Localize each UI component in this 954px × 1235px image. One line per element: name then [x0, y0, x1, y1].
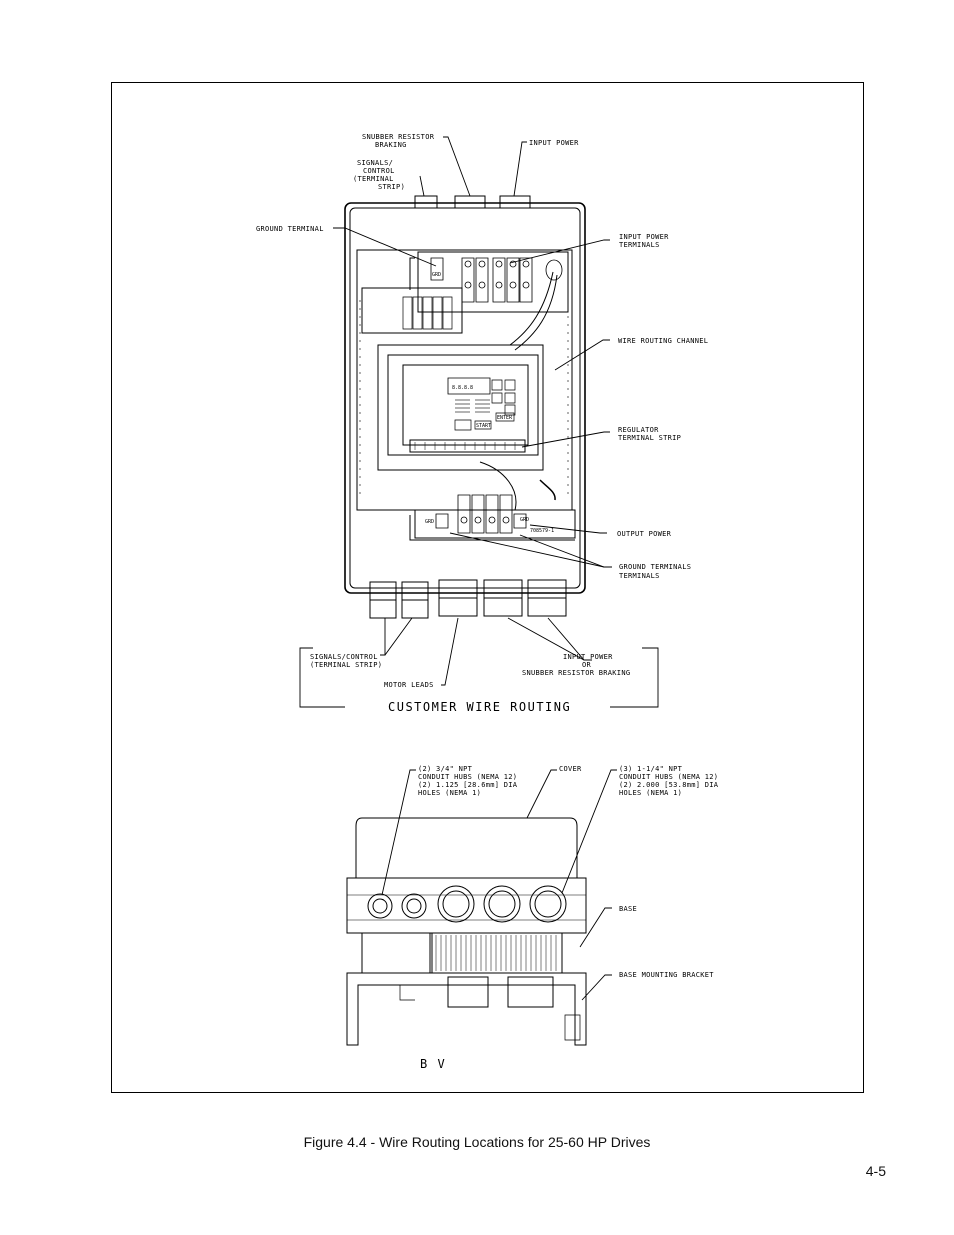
label-snubber-2: BRAKING [375, 141, 407, 149]
label-regulator-1: REGULATOR [618, 426, 659, 434]
page-number: 4-5 [865, 1163, 886, 1179]
label-signals-4: STRIP) [378, 183, 405, 191]
label-ground-terminal: GROUND TERMINAL [256, 225, 324, 233]
label-input-power-or-3: SNUBBER RESISTOR BRAKING [522, 669, 630, 677]
part-number: 708579-1 [530, 528, 554, 534]
label-conduit-114-4: HOLES (NEMA 1) [619, 789, 682, 797]
label-wire-routing-channel: WIRE ROUTING CHANNEL [618, 337, 708, 345]
label-base: BASE [619, 905, 637, 913]
label-conduit-34-2: CONDUIT HUBS (NEMA 12) [418, 773, 517, 781]
label-signals-bottom-1: SIGNALS/CONTROL [310, 653, 378, 661]
label-signals-2: CONTROL [363, 167, 395, 175]
label-ground-terminals-2: TERMINALS [619, 572, 660, 580]
label-input-power-terminals-2: TERMINALS [619, 241, 660, 249]
label-input-power-or-1: INPUT POWER [563, 653, 613, 661]
grd-label-right: GRD [520, 517, 529, 523]
grd-label-left: GRD [425, 519, 434, 525]
display-readout: 8.8.8.8 [452, 385, 473, 391]
label-signals-1: SIGNALS/ [357, 159, 393, 167]
label-cover: COVER [559, 765, 582, 773]
grd-label-top: GRD [432, 272, 441, 278]
label-ground-terminals-1: GROUND TERMINALS [619, 563, 691, 571]
label-input-power-terminals-1: INPUT POWER [619, 233, 669, 241]
label-input-power-top: INPUT POWER [529, 139, 579, 147]
labels-bottom: (2) 3/4" NPT CONDUIT HUBS (NEMA 12) (2) … [418, 765, 719, 1071]
label-conduit-34-3: (2) 1.125 [28.6mm] DIA [418, 781, 518, 789]
label-conduit-34-1: (2) 3/4" NPT [418, 765, 473, 773]
enter-key: ENTER [497, 415, 513, 421]
label-conduit-114-1: (3) 1-1/4" NPT [619, 765, 683, 773]
label-signals-3: (TERMINAL [353, 175, 394, 183]
label-conduit-34-4: HOLES (NEMA 1) [418, 789, 481, 797]
label-conduit-114-2: CONDUIT HUBS (NEMA 12) [619, 773, 718, 781]
label-bv: B V [420, 1057, 446, 1071]
label-signals-bottom-2: (TERMINAL STRIP) [310, 661, 382, 669]
enclosure-front-view: GRD 8.8.8.8 START ENTER [345, 196, 585, 618]
label-regulator-2: TERMINAL STRIP [618, 434, 681, 442]
figure-frame [111, 82, 864, 1093]
label-motor-leads: MOTOR LEADS [384, 681, 434, 689]
label-customer-wire-routing: CUSTOMER WIRE ROUTING [388, 700, 571, 714]
label-base-mounting-bracket: BASE MOUNTING BRACKET [619, 971, 714, 979]
leader-lines-bottom [382, 770, 617, 1000]
figure-caption: Figure 4.4 - Wire Routing Locations for … [303, 1134, 651, 1150]
label-snubber-1: SNUBBER RESISTOR [362, 133, 435, 141]
labels-top: SNUBBER RESISTOR BRAKING INPUT POWER SIG… [256, 133, 708, 714]
start-key: START [476, 423, 491, 429]
enclosure-bottom-view [347, 818, 586, 1045]
label-conduit-114-3: (2) 2.000 [53.8mm] DIA [619, 781, 719, 789]
label-output-power: OUTPUT POWER [617, 530, 672, 538]
label-input-power-or-2: OR [582, 661, 592, 669]
leader-lines-top [333, 137, 612, 685]
customer-wire-routing-bracket [300, 648, 658, 707]
